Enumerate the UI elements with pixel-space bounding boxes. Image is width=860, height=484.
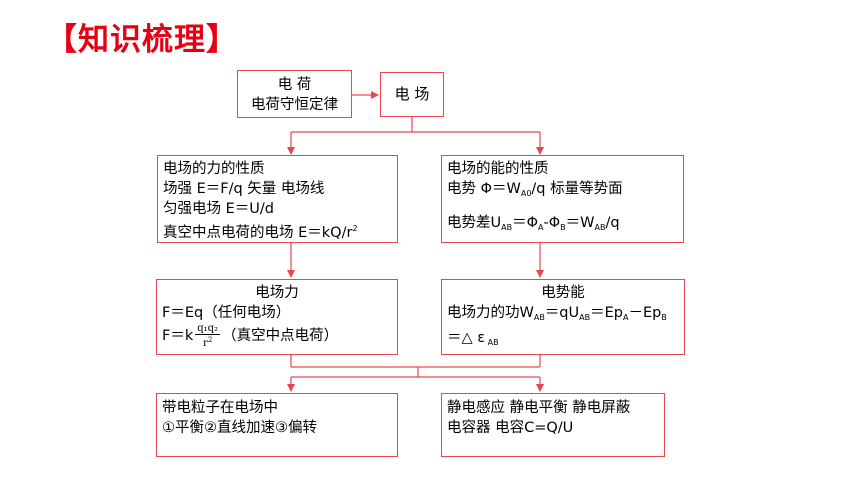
electric-force-heading: 电场力 [255,285,299,301]
potential-difference-line: 电势差UAB＝ΦA-ΦB＝WAB/q [447,215,620,232]
work-line: 电场力的功WAB＝qUAB＝EpA－EpB [447,305,667,322]
electrostatic-induction-box: 静电感应 静电平衡 静电屏蔽 电容器 电容C=Q/U [441,393,665,457]
induction-line: 静电感应 静电平衡 静电屏蔽 [447,400,631,416]
particle-heading: 带电粒子在电场中 [162,400,278,416]
energy-change-line: ＝△ ε AB [447,330,499,347]
page-title: 【知识梳理】 [46,22,238,58]
field-strength-line: 场强 E＝F/q 矢量 电场线 [163,181,325,197]
potential-energy-box: 电势能 电场力的功WAB＝qUAB＝EpA－EpB ＝△ ε AB [441,279,685,355]
capacitor-line: 电容器 电容C=Q/U [447,420,574,436]
potential-energy-heading: 电势能 [541,285,585,301]
charge-label: 电 荷 [277,77,312,93]
field-label: 电 场 [394,85,430,103]
force-properties-box: 电场的力的性质 场强 E＝F/q 矢量 电场线 匀强电场 E＝U/d 真空中点电… [157,155,398,243]
point-charge-field-line: 真空中点电荷的电场 E＝kQ/r2 [163,224,358,241]
uniform-field-line: 匀强电场 E＝U/d [163,201,274,217]
field-box: 电 场 [380,72,444,117]
energy-properties-heading: 电场的能的性质 [447,161,549,177]
charge-box: 电 荷 电荷守恒定律 [237,70,352,118]
charged-particle-box: 带电粒子在电场中 ①平衡②直线加速③偏转 [156,393,398,457]
particle-cases: ①平衡②直线加速③偏转 [162,420,317,436]
energy-properties-box: 电场的能的性质 电势 Φ＝WA0/q 标量等势面 电势差UAB＝ΦA-ΦB＝WA… [441,155,684,243]
charge-conservation-label: 电荷守恒定律 [251,97,338,113]
force-properties-heading: 电场的力的性质 [163,161,265,177]
potential-line: 电势 Φ＝WA0/q 标量等势面 [447,181,623,198]
force-any-field-line: F＝Eq（任何电场） [162,305,291,321]
